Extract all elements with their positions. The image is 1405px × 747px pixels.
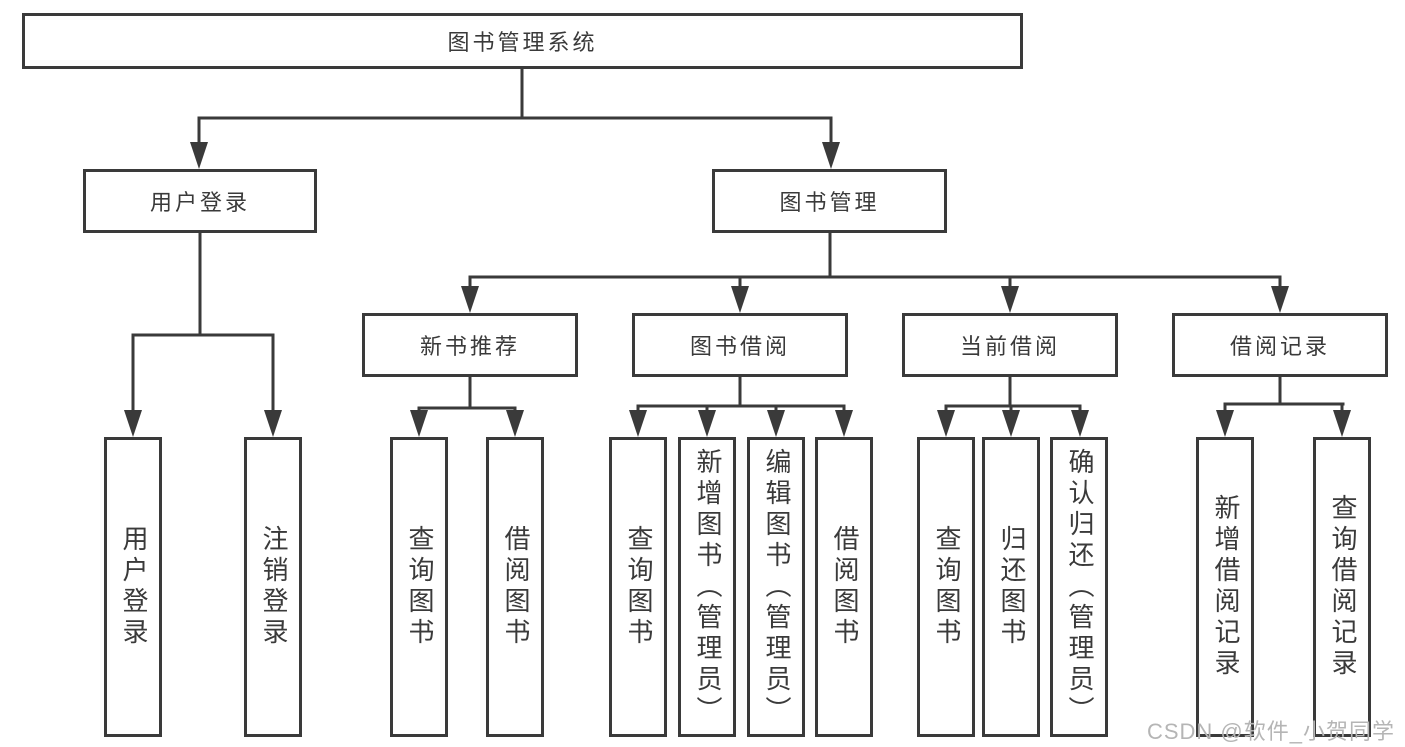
leaf-user-login-label: 用户登录 (118, 525, 149, 649)
node-new-book-recommend: 新书推荐 (362, 313, 578, 377)
node-book-management-label: 图书管理 (779, 190, 880, 215)
leaf-user-login: 用户登录 (104, 437, 162, 737)
leaf-logout-label: 注销登录 (258, 525, 289, 649)
leaf-borrow-books-1-label: 借阅图书 (500, 525, 531, 649)
leaf-borrow-books-2: 借阅图书 (815, 437, 873, 737)
node-book-management: 图书管理 (712, 169, 947, 233)
leaf-confirm-return-admin-label: 确认归还（管理员） (1064, 447, 1095, 727)
node-borrowing-records: 借阅记录 (1172, 313, 1388, 377)
leaf-borrow-books-2-label: 借阅图书 (829, 525, 860, 649)
node-current-borrowing-label: 当前借阅 (959, 334, 1060, 359)
node-borrowing-records-label: 借阅记录 (1229, 334, 1330, 359)
leaf-query-borrow-record: 查询借阅记录 (1313, 437, 1371, 737)
leaf-confirm-return-admin: 确认归还（管理员） (1050, 437, 1108, 737)
leaf-query-books-2: 查询图书 (609, 437, 667, 737)
node-current-borrowing: 当前借阅 (902, 313, 1118, 377)
leaf-return-books-label: 归还图书 (996, 525, 1027, 649)
node-user-login-label: 用户登录 (149, 190, 250, 215)
node-root-label: 图书管理系统 (447, 30, 598, 55)
leaf-add-book-admin-label: 新增图书（管理员） (692, 447, 723, 727)
leaf-edit-book-admin-label: 编辑图书（管理员） (761, 447, 792, 727)
leaf-add-borrow-record: 新增借阅记录 (1196, 437, 1254, 737)
leaf-query-books-2-label: 查询图书 (623, 525, 654, 649)
leaf-add-borrow-record-label: 新增借阅记录 (1210, 494, 1241, 680)
node-root: 图书管理系统 (22, 13, 1023, 69)
leaf-return-books: 归还图书 (982, 437, 1040, 737)
leaf-query-books-1: 查询图书 (390, 437, 448, 737)
leaf-query-borrow-record-label: 查询借阅记录 (1327, 494, 1358, 680)
node-book-borrowing: 图书借阅 (632, 313, 848, 377)
leaf-borrow-books-1: 借阅图书 (486, 437, 544, 737)
leaf-query-books-1-label: 查询图书 (404, 525, 435, 649)
node-book-borrowing-label: 图书借阅 (689, 334, 790, 359)
leaf-edit-book-admin: 编辑图书（管理员） (747, 437, 805, 737)
node-user-login: 用户登录 (83, 169, 317, 233)
watermark: CSDN @软件_小贺同学 (1146, 719, 1395, 744)
leaf-logout: 注销登录 (244, 437, 302, 737)
leaf-query-books-3-label: 查询图书 (931, 525, 962, 649)
leaf-query-books-3: 查询图书 (917, 437, 975, 737)
leaf-add-book-admin: 新增图书（管理员） (678, 437, 736, 737)
node-new-book-recommend-label: 新书推荐 (419, 334, 520, 359)
